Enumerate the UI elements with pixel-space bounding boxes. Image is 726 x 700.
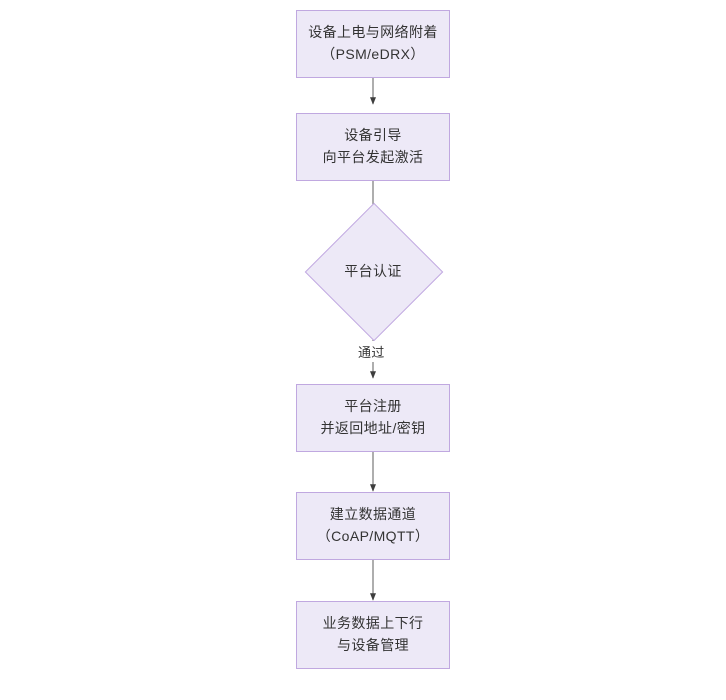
- node-platform-registration[interactable]: 平台注册 并返回地址/密钥: [296, 384, 450, 452]
- node-label-line1: 建立数据通道: [329, 506, 417, 523]
- node-label-line1: 业务数据上下行: [322, 615, 424, 632]
- node-label-line2: （PSM/eDRX）: [321, 46, 425, 62]
- node-label-line2: 并返回地址/密钥: [320, 420, 426, 436]
- node-platform-authentication[interactable]: 平台认证: [304, 202, 444, 342]
- node-label-line1: 设备上电与网络附着: [308, 24, 438, 41]
- edge-label-pass: 通过: [355, 341, 388, 362]
- node-device-bootstrap[interactable]: 设备引导 向平台发起激活: [296, 113, 450, 181]
- node-device-power-on[interactable]: 设备上电与网络附着 （PSM/eDRX）: [296, 10, 450, 78]
- node-label-line1: 平台认证: [344, 263, 402, 279]
- node-label-line2: （CoAP/MQTT）: [316, 528, 430, 544]
- node-label-line2: 向平台发起激活: [322, 149, 424, 165]
- node-label-line2: 与设备管理: [337, 637, 409, 653]
- node-label-line1: 设备引导: [344, 127, 402, 144]
- node-business-data-and-management[interactable]: 业务数据上下行 与设备管理: [296, 601, 450, 669]
- node-establish-data-channel[interactable]: 建立数据通道 （CoAP/MQTT）: [296, 492, 450, 560]
- node-label-line1: 平台注册: [344, 398, 402, 415]
